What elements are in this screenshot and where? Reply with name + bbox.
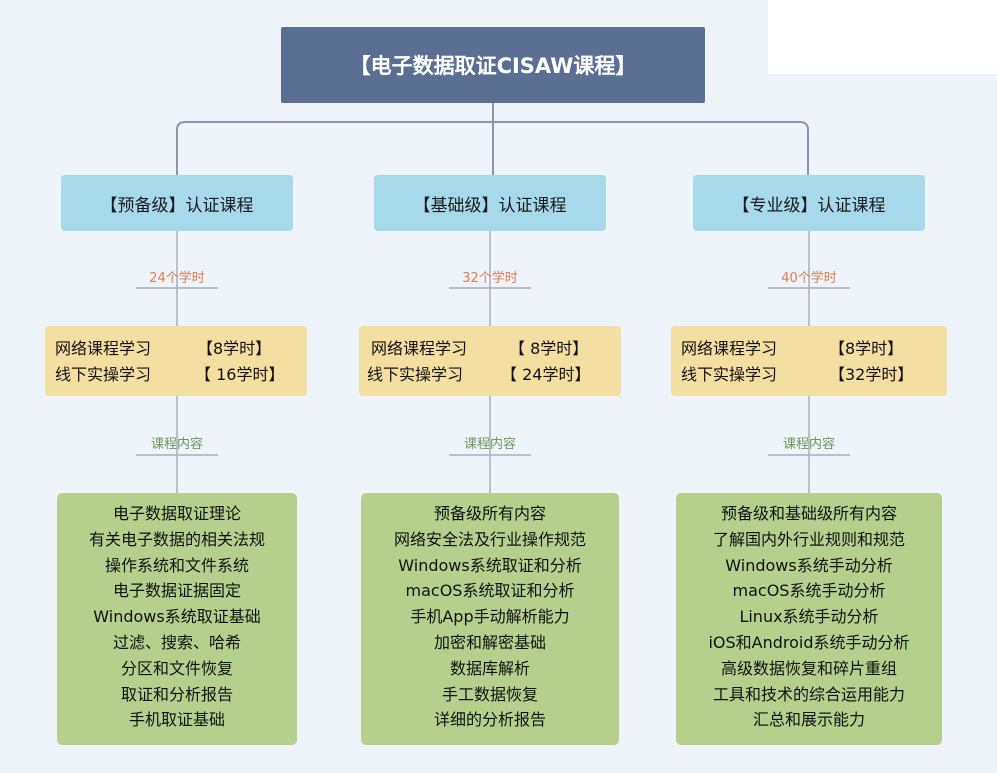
- list-item: macOS系统手动分析: [732, 581, 886, 601]
- content-box-professional: 预备级和基础级所有内容 了解国内外行业规则和规范 Windows系统手动分析 m…: [676, 493, 942, 745]
- content-box-basic: 预备级所有内容 网络安全法及行业操作规范 Windows系统取证和分析 macO…: [361, 493, 619, 745]
- offline-label: 线下实操学习: [367, 365, 464, 384]
- study-box-preparatory: 网络课程学习 【8学时】 线下实操学习 【 16学时】: [45, 326, 307, 396]
- list-item: 手机取证基础: [128, 710, 225, 730]
- level-preparatory: 【预备级】认证课程: [61, 175, 293, 231]
- list-item: 分区和文件恢复: [120, 658, 233, 678]
- online-hours: 【8学时】: [829, 339, 904, 358]
- list-item: 预备级和基础级所有内容: [720, 504, 897, 523]
- list-item: Windows系统手动分析: [725, 555, 893, 575]
- offline-hours: 【 16学时】: [195, 365, 285, 384]
- offline-hours: 【32学时】: [829, 365, 914, 384]
- online-label: 网络课程学习: [371, 339, 468, 358]
- hours-label-basic: 32个学时: [462, 271, 518, 286]
- list-item: iOS和Android系统手动分析: [708, 632, 910, 652]
- blank-area: [768, 0, 997, 74]
- online-label: 网络课程学习: [55, 339, 152, 358]
- level-professional: 【专业级】认证课程: [693, 175, 925, 231]
- list-item: 工具和技术的综合运用能力: [712, 684, 905, 704]
- list-item: 操作系统和文件系统: [104, 555, 249, 575]
- list-item: 电子数据证据固定: [112, 581, 241, 601]
- content-label-preparatory: 课程内容: [150, 437, 203, 452]
- root-title: 【电子数据取证CISAW课程】: [281, 27, 705, 103]
- offline-hours: 【 24学时】: [501, 365, 591, 384]
- list-item: 详细的分析报告: [433, 710, 546, 730]
- online-label: 网络课程学习: [681, 339, 778, 358]
- offline-label: 线下实操学习: [55, 365, 152, 384]
- list-item: 有关电子数据的相关法规: [88, 529, 265, 549]
- list-item: 了解国内外行业规则和规范: [712, 529, 905, 549]
- list-item: Windows系统取证和分析: [398, 555, 582, 575]
- content-box-preparatory: 电子数据取证理论 有关电子数据的相关法规 操作系统和文件系统 电子数据证据固定 …: [57, 493, 297, 745]
- online-hours: 【8学时】: [197, 339, 272, 358]
- list-item: 汇总和展示能力: [752, 710, 865, 730]
- study-box-basic: 网络课程学习 【 8学时】 线下实操学习 【 24学时】: [359, 326, 621, 396]
- list-item: Linux系统手动分析: [739, 607, 879, 627]
- list-item: 手工数据恢复: [441, 684, 538, 704]
- hours-label-professional: 40个学时: [781, 271, 837, 286]
- list-item: macOS系统取证和分析: [405, 581, 575, 601]
- level-basic: 【基础级】认证课程: [374, 175, 606, 231]
- list-item: Windows系统取证基础: [93, 607, 261, 627]
- list-item: 取证和分析报告: [120, 684, 233, 704]
- list-item: 手机App手动解析能力: [410, 607, 570, 627]
- content-label-professional: 课程内容: [782, 437, 835, 452]
- content-label-basic: 课程内容: [463, 437, 516, 452]
- list-item: 数据库解析: [449, 658, 530, 678]
- list-item: 电子数据取证理论: [112, 504, 241, 523]
- list-item: 过滤、搜索、哈希: [112, 632, 241, 652]
- list-item: 预备级所有内容: [433, 504, 546, 523]
- list-item: 网络安全法及行业操作规范: [393, 529, 586, 549]
- study-box-professional: 网络课程学习 【8学时】 线下实操学习 【32学时】: [671, 326, 947, 396]
- list-item: 加密和解密基础: [433, 632, 546, 652]
- hours-label-preparatory: 24个学时: [149, 271, 205, 286]
- list-item: 高级数据恢复和碎片重组: [720, 658, 897, 678]
- online-hours: 【 8学时】: [509, 339, 589, 358]
- offline-label: 线下实操学习: [681, 365, 778, 384]
